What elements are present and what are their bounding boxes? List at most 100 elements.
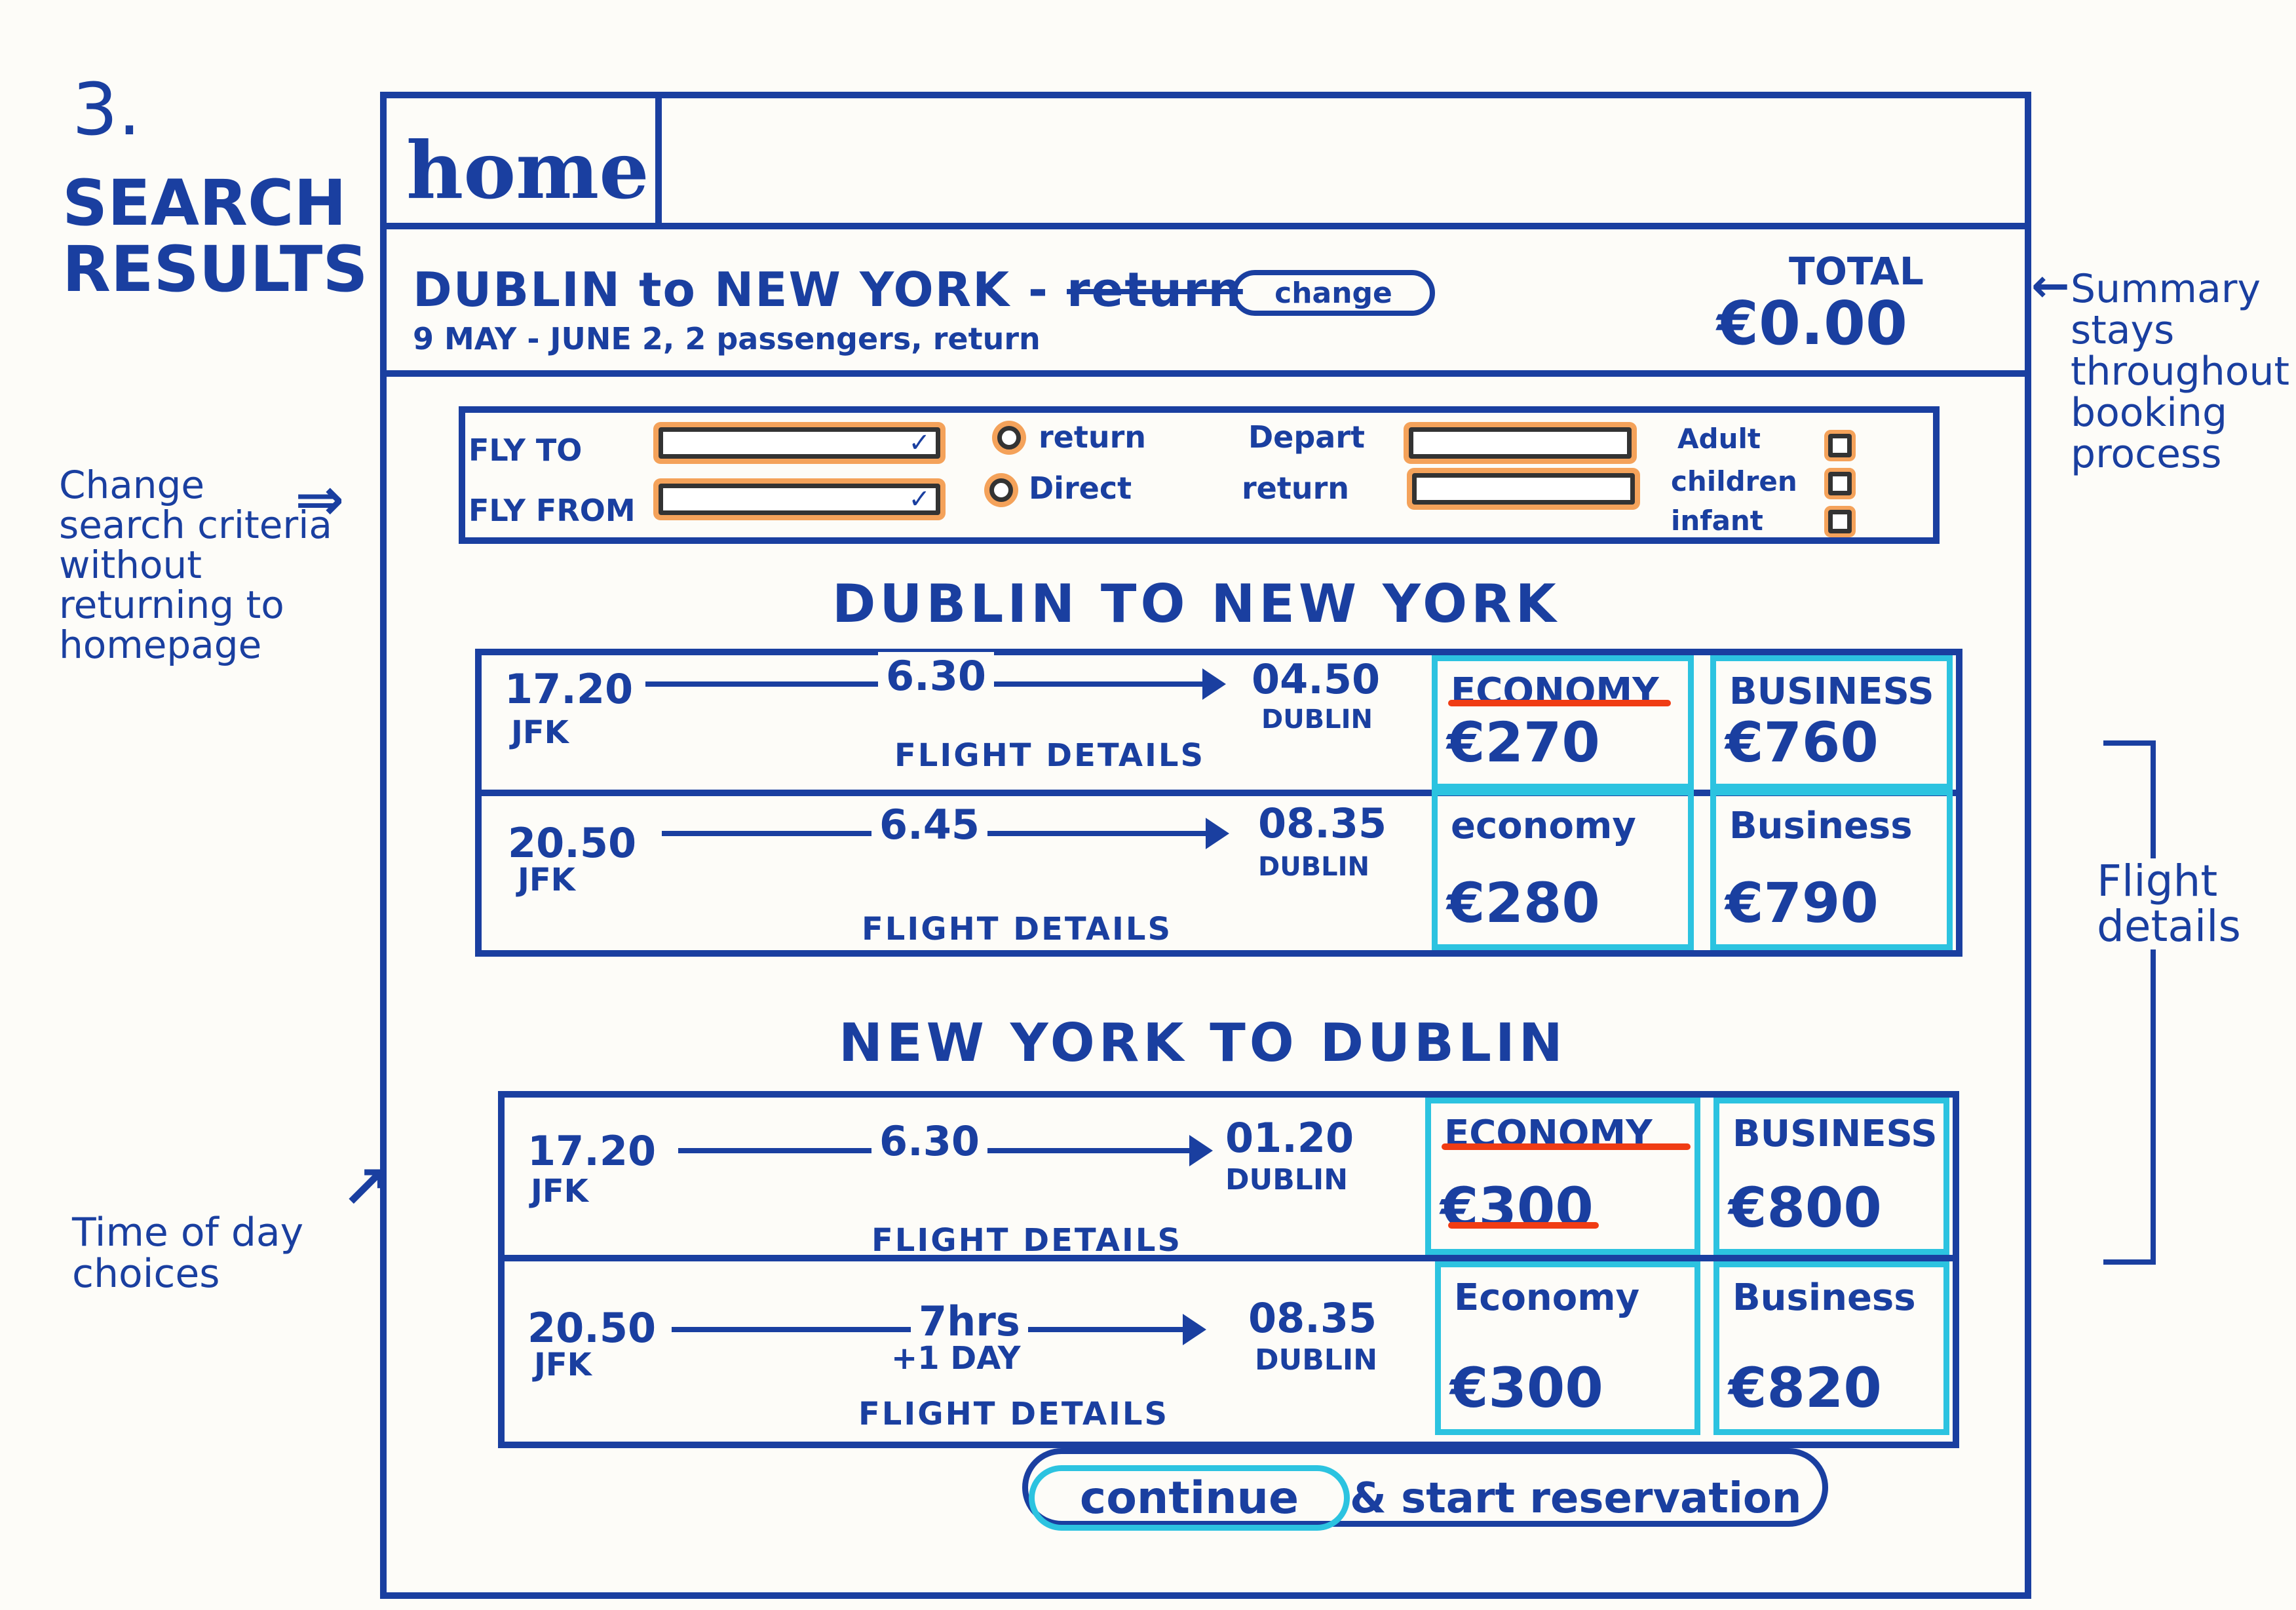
depart-label: Depart xyxy=(1248,419,1366,455)
selected-price-underline xyxy=(1448,1222,1599,1229)
outbound-1-depart-place: JFK xyxy=(511,714,569,751)
outbound-2-flight-details-link[interactable]: FLIGHT DETAILS xyxy=(862,911,1173,948)
fare-class: Economy xyxy=(1454,1276,1640,1319)
inbound-1-flight-details-link[interactable]: FLIGHT DETAILS xyxy=(871,1222,1183,1259)
annotation-flight-details: Flight details xyxy=(2097,858,2267,949)
fare-price: €270 xyxy=(1447,710,1600,775)
direct-option-label: Direct xyxy=(1029,470,1132,506)
inbound-2-arrive-time: 08.35 xyxy=(1248,1294,1377,1342)
fare-price: €760 xyxy=(1725,710,1879,775)
inbound-1-business-fare[interactable]: BUSINESS €800 xyxy=(1713,1098,1949,1255)
arrow-left-icon: ← xyxy=(2031,259,2070,313)
outbound-1-arrive-place: DUBLIN xyxy=(1261,704,1373,735)
annotation-change-search: Change search criteria without returning… xyxy=(59,463,332,667)
annotation-time-of-day: Time of day choices xyxy=(72,1210,304,1297)
bracket-flight-details xyxy=(2103,740,2156,1265)
outbound-2-business-fare[interactable]: Business €790 xyxy=(1710,790,1953,950)
fare-price: €300 xyxy=(1440,1176,1594,1240)
infant-label: infant xyxy=(1671,505,1763,537)
outbound-title: DUBLIN TO NEW YORK xyxy=(832,573,1560,634)
outbound-1-depart-time: 17.20 xyxy=(505,665,634,713)
fly-to-field[interactable]: ✓ xyxy=(659,427,940,459)
fare-price: €820 xyxy=(1729,1356,1882,1420)
inbound-table xyxy=(498,1091,1959,1448)
children-label: children xyxy=(1671,465,1797,497)
app-frame xyxy=(380,92,2031,1599)
inbound-1-economy-fare[interactable]: ECONOMY €300 xyxy=(1425,1098,1700,1255)
fare-price: €790 xyxy=(1725,871,1879,935)
search-criteria-panel xyxy=(459,406,1940,544)
return-option-label: return xyxy=(1039,419,1147,455)
inbound-2-duration: 7hrs xyxy=(911,1297,1028,1345)
header-divider xyxy=(380,223,2031,229)
inbound-2-flight-details-link[interactable]: FLIGHT DETAILS xyxy=(858,1396,1170,1432)
fly-from-label: FLY FROM xyxy=(469,493,636,528)
selected-fare-underline xyxy=(1448,700,1671,706)
direct-radio[interactable] xyxy=(989,478,1013,502)
summary-route: DUBLIN to NEW YORK - return xyxy=(413,262,1243,317)
inbound-2-depart-place: JFK xyxy=(534,1347,592,1383)
inbound-2-duration-extra: +1 DAY xyxy=(891,1340,1021,1377)
footer-actions xyxy=(1022,1448,1828,1527)
check-icon: ✓ xyxy=(908,484,930,514)
annotation-summary: Summary stays throughout booking process xyxy=(2071,266,2290,477)
fly-from-field[interactable]: ✓ xyxy=(659,484,940,515)
total-label: TOTAL xyxy=(1789,249,1924,294)
change-button[interactable]: change xyxy=(1232,270,1435,316)
outbound-2-depart-place: JFK xyxy=(518,862,575,898)
outbound-1-economy-fare[interactable]: ECONOMY €270 xyxy=(1432,655,1694,790)
page-number: 3. xyxy=(72,67,141,151)
outbound-row-divider xyxy=(475,790,1962,796)
selected-fare-underline xyxy=(1442,1143,1691,1150)
outbound-2-economy-fare[interactable]: economy €280 xyxy=(1432,790,1694,950)
summary-struck-text: return xyxy=(1067,262,1243,317)
adult-stepper[interactable] xyxy=(1828,434,1852,457)
inbound-1-duration: 6.30 xyxy=(871,1117,987,1165)
fare-price: €300 xyxy=(1450,1356,1603,1420)
outbound-1-duration: 6.30 xyxy=(878,652,994,700)
inbound-2-economy-fare[interactable]: Economy €300 xyxy=(1435,1261,1700,1435)
continue-button[interactable]: continue xyxy=(1029,1465,1350,1531)
return-date-field[interactable] xyxy=(1412,473,1635,505)
home-tab-divider xyxy=(655,92,662,229)
fare-class: economy xyxy=(1451,805,1636,847)
inbound-row-divider xyxy=(498,1255,1959,1261)
inbound-1-arrive-place: DUBLIN xyxy=(1225,1163,1349,1197)
inbound-2-business-fare[interactable]: Business €820 xyxy=(1713,1261,1949,1435)
outbound-table xyxy=(475,649,1962,957)
summary-route-text: DUBLIN to NEW YORK - xyxy=(413,262,1049,317)
fare-class: Business xyxy=(1729,805,1913,847)
outbound-1-business-fare[interactable]: BUSINESS €760 xyxy=(1710,655,1953,790)
outbound-1-flight-details-link[interactable]: FLIGHT DETAILS xyxy=(894,737,1206,774)
adult-label: Adult xyxy=(1677,423,1761,455)
children-stepper[interactable] xyxy=(1828,472,1852,495)
total-value: €0.00 xyxy=(1717,288,1908,358)
return-date-label: return xyxy=(1242,470,1350,506)
infant-stepper[interactable] xyxy=(1828,510,1852,533)
summary-dates: 9 MAY - JUNE 2, 2 passengers, return xyxy=(413,321,1041,356)
restart-reservation-button[interactable]: & start reservation xyxy=(1350,1474,1802,1523)
nav-home-link[interactable]: home xyxy=(406,125,649,217)
check-icon: ✓ xyxy=(908,428,930,458)
depart-date-field[interactable] xyxy=(1409,427,1632,459)
fare-class: BUSINESS xyxy=(1729,670,1934,713)
fare-class: ECONOMY xyxy=(1451,670,1659,713)
arrow-right-icon: ⇒ xyxy=(295,465,345,534)
fare-class: Business xyxy=(1732,1276,1916,1319)
fare-price: €800 xyxy=(1729,1176,1882,1240)
summary-divider xyxy=(380,370,2031,377)
inbound-1-depart-time: 17.20 xyxy=(527,1127,657,1175)
fare-class: BUSINESS xyxy=(1732,1113,1938,1155)
outbound-2-arrive-place: DUBLIN xyxy=(1258,852,1370,882)
outbound-2-duration: 6.45 xyxy=(871,801,987,849)
outbound-2-arrive-time: 08.35 xyxy=(1258,799,1387,847)
inbound-2-depart-time: 20.50 xyxy=(527,1304,657,1352)
inbound-1-depart-place: JFK xyxy=(531,1173,588,1210)
fare-price: €280 xyxy=(1447,871,1600,935)
return-radio[interactable] xyxy=(997,426,1021,450)
page-heading: SEARCH RESULTS xyxy=(62,166,368,306)
inbound-1-arrive-time: 01.20 xyxy=(1225,1114,1354,1162)
inbound-title: NEW YORK TO DUBLIN xyxy=(839,1012,1567,1073)
outbound-1-arrive-time: 04.50 xyxy=(1252,655,1381,703)
outbound-2-depart-time: 20.50 xyxy=(508,819,637,867)
